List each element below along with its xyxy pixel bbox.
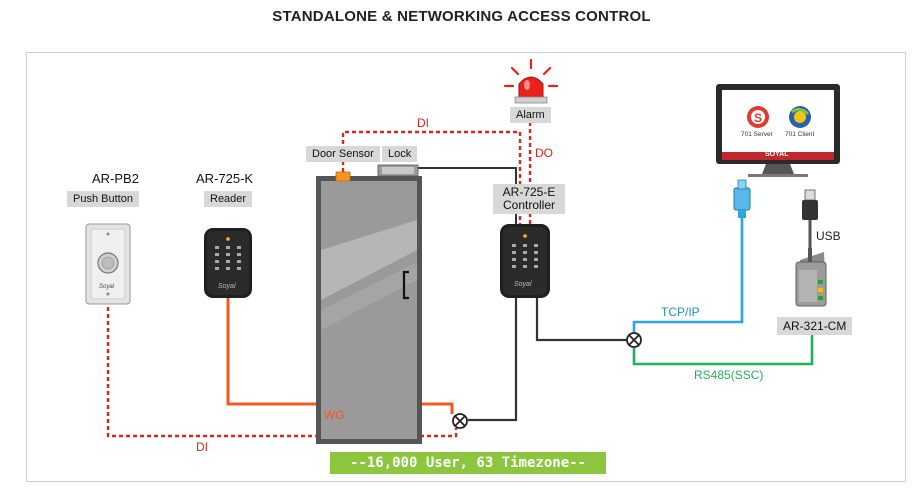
controller-model: AR-725-E bbox=[502, 185, 556, 199]
lock-device bbox=[377, 164, 419, 177]
wire-label-tcpip: TCP/IP bbox=[661, 305, 700, 319]
door bbox=[316, 176, 422, 444]
wire-controller-network bbox=[535, 296, 628, 342]
usb-connector bbox=[802, 189, 818, 220]
push-button-device bbox=[85, 223, 131, 305]
controller-device bbox=[500, 224, 550, 298]
wire-label-rs485: RS485(SSC) bbox=[694, 368, 764, 382]
wire-junction-controller bbox=[468, 296, 518, 422]
wire-di-top bbox=[341, 130, 522, 228]
wire-label-di-bottom: DI bbox=[196, 440, 208, 454]
push-button-label: Push Button bbox=[67, 191, 139, 207]
rj45-connector bbox=[733, 179, 751, 218]
page-title: STANDALONE & NETWORKING ACCESS CONTROL bbox=[272, 8, 651, 25]
junction-right bbox=[626, 332, 642, 348]
computer-app-server: 701 Server bbox=[741, 131, 773, 138]
door-sensor-label: Door Sensor bbox=[306, 146, 380, 162]
controller-label: Controller bbox=[502, 198, 556, 212]
controller-tag: AR-725-E Controller bbox=[493, 184, 565, 214]
reader-label: Reader bbox=[204, 191, 253, 207]
controller-brand: Soyal bbox=[514, 281, 532, 288]
wire-label-do: DO bbox=[535, 146, 553, 160]
lock-label: Lock bbox=[382, 146, 418, 162]
push-button-model: AR-PB2 bbox=[92, 171, 139, 186]
wire-di-bottom bbox=[106, 300, 458, 438]
wire-label-usb: USB bbox=[816, 229, 841, 243]
wire-tcpip bbox=[632, 218, 744, 332]
computer-monitor bbox=[716, 84, 840, 177]
wire-label-wg: WG bbox=[324, 408, 345, 422]
computer-app-client: 701 Client bbox=[785, 131, 815, 138]
push-button-brand: Soyal bbox=[99, 284, 115, 290]
converter-label: AR-321-CM bbox=[777, 317, 853, 335]
junction-left bbox=[452, 413, 468, 429]
alarm-label: Alarm bbox=[510, 107, 551, 123]
server-logo-letter: S bbox=[754, 111, 763, 125]
computer-brand: SOYAL bbox=[765, 151, 789, 158]
reader-brand: Soyal bbox=[218, 283, 236, 290]
wire-label-di-top: DI bbox=[417, 116, 429, 130]
reader-device bbox=[204, 228, 252, 298]
wire-rs485 bbox=[632, 318, 814, 366]
capacity-banner: --16,000 User, 63 Timezone-- bbox=[330, 452, 606, 474]
converter-device bbox=[795, 248, 827, 307]
reader-model: AR-725-K bbox=[196, 171, 254, 186]
alarm-device bbox=[503, 58, 559, 104]
door-sensor-device bbox=[335, 171, 351, 182]
